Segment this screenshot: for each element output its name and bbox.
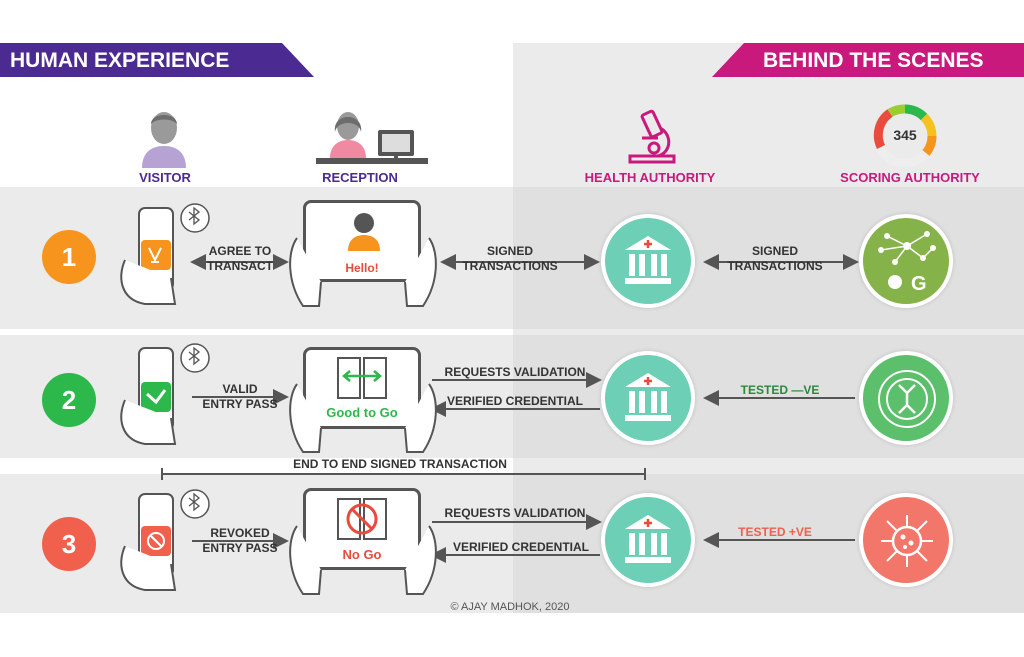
bank-building-icon — [625, 373, 671, 421]
phone-row-2-icon — [120, 343, 210, 445]
tablet-row-3: No Go — [303, 488, 421, 570]
row-1-middle-label: SIGNED TRANSACTIONS — [455, 244, 565, 274]
behind-the-scenes-title: BEHIND THE SCENES — [763, 49, 984, 72]
network-platform-icon: G — [878, 231, 936, 295]
end-to-end-label: END TO END SIGNED TRANSACTION — [293, 457, 507, 471]
health-authority-node-row-1 — [601, 214, 695, 308]
scoring-authority-node-row-2 — [859, 351, 953, 445]
door-open-icon — [337, 357, 387, 399]
reception-header: RECEPTION — [322, 170, 398, 185]
row-1-middle-label-line-2: TRANSACTIONS — [462, 259, 558, 273]
hands-row-1-icon — [289, 237, 437, 307]
row-2-test-label: TESTED —VE — [740, 383, 820, 397]
scoring-authority-header: SCORING AUTHORITY — [840, 170, 980, 185]
human-experience-title: HUMAN EXPERIENCE — [10, 49, 230, 72]
row-3-verified-label: VERIFIED CREDENTIAL — [452, 540, 589, 554]
row-2-visitor-action: VALID ENTRY PASS — [195, 382, 285, 412]
visitor-icon — [142, 112, 186, 168]
behind-the-scenes-banner — [712, 43, 1024, 77]
screen-text-row-3: No Go — [342, 547, 382, 562]
hands-row-3-icon — [289, 525, 437, 595]
row-2-verified-label: VERIFIED CREDENTIAL — [446, 394, 583, 408]
row-3-visitor-action: REVOKED ENTRY PASS — [195, 526, 285, 556]
health-authority-node-row-3 — [601, 493, 695, 587]
health-authority-node-row-2 — [601, 351, 695, 445]
screen-text-row-1: Hello! — [345, 261, 379, 275]
copyright-text: © AJAY MADHOK, 2020 — [450, 601, 570, 613]
visitor-header: VISITOR — [139, 170, 191, 185]
no-entry-door-icon — [337, 498, 387, 540]
bank-building-icon — [625, 515, 671, 563]
phone-row-3-icon — [120, 489, 210, 591]
row-1-right-label: SIGNED TRANSACTIONS — [720, 244, 830, 274]
row-1-visitor-action: AGREE TO TRANSACT — [195, 244, 285, 274]
score-gauge-icon — [873, 104, 937, 168]
microscope-icon — [628, 109, 676, 164]
human-experience-banner — [0, 43, 314, 77]
row-1-right-label-line-2: TRANSACTIONS — [727, 259, 823, 273]
phone-row-1-icon — [120, 203, 210, 305]
tablet-row-1: Hello! — [303, 200, 421, 282]
tablet-row-2: Good to Go — [303, 347, 421, 429]
score-value: 345 — [893, 127, 917, 143]
step-2-badge: 2 — [42, 373, 96, 427]
health-authority-header: HEALTH AUTHORITY — [584, 170, 716, 185]
row-3-request-label: REQUESTS VALIDATION — [444, 506, 586, 520]
row-3-visitor-action-line-2: ENTRY PASS — [202, 541, 278, 555]
scoring-authority-node-row-1: G — [859, 214, 953, 308]
hands-row-2-icon — [289, 383, 437, 453]
row-3-test-label: TESTED +VE — [738, 525, 812, 539]
row-1-visitor-action-line-2: TRANSACT — [207, 259, 273, 273]
row-2-visitor-action-line-2: ENTRY PASS — [202, 397, 278, 411]
row-1-middle-label-line-1: SIGNED — [486, 244, 533, 258]
scoring-authority-node-row-3 — [859, 493, 953, 587]
row-2-visitor-action-line-1: VALID — [222, 382, 258, 396]
step-1-badge: 1 — [42, 230, 96, 284]
virus-icon — [881, 515, 933, 567]
row-1-right-label-line-1: SIGNED — [751, 244, 798, 258]
antibody-icon — [878, 370, 936, 428]
receptionist-avatar-icon — [348, 213, 380, 251]
screen-text-row-2: Good to Go — [326, 405, 398, 420]
svg-text:G: G — [911, 273, 927, 295]
row-1-visitor-action-line-1: AGREE TO — [208, 244, 272, 258]
bank-building-icon — [625, 236, 671, 284]
row-2-request-label: REQUESTS VALIDATION — [444, 365, 586, 379]
reception-icon — [316, 112, 428, 164]
row-3-visitor-action-line-1: REVOKED — [210, 526, 270, 540]
step-3-badge: 3 — [42, 517, 96, 571]
